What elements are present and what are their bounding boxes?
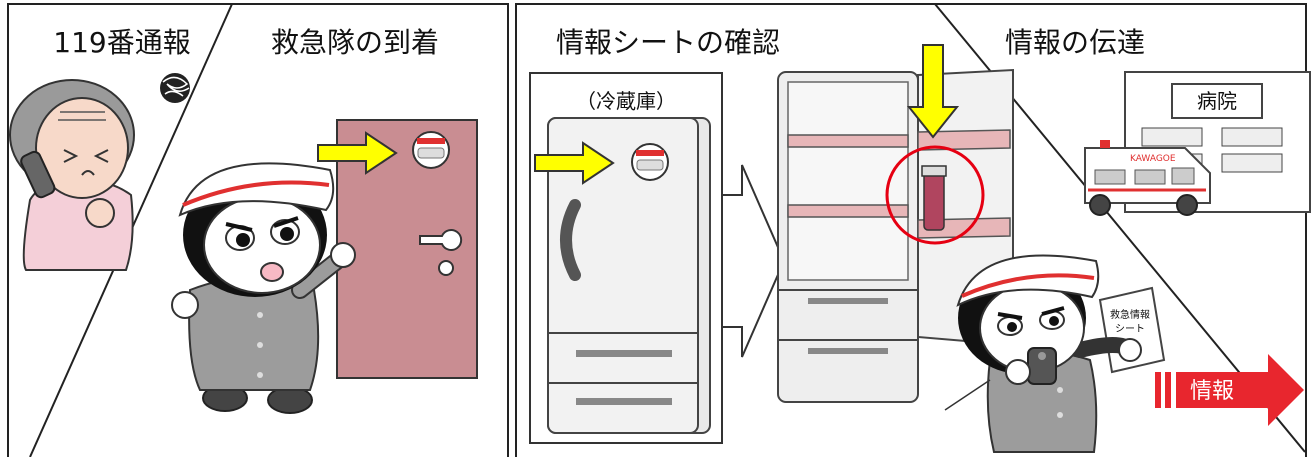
hospital-label: 病院 [1197,89,1237,113]
fridge-inset: （冷蔵庫） [529,72,723,444]
flow-arrow [721,164,786,358]
highlight-circle [885,145,985,245]
step1-title: 119番通報 [53,26,190,59]
caller-woman [9,79,135,271]
ambulance-icon: KAWAGOE [1084,140,1211,216]
info-arrow-label: 情報 [1190,379,1234,404]
pointer-arrow-door [317,131,398,175]
step2-title: 救急隊の到着 [271,26,439,59]
sticker-icon [631,143,669,181]
sticker-icon [412,131,450,169]
step4-title: 情報の伝達 [1005,26,1145,59]
bottle-icon [921,165,947,231]
right-panel: 情報シートの確認 情報の伝達 （冷蔵庫） [515,3,1311,457]
ambulance-text: KAWAGOE [1130,154,1176,164]
fridge-label: （冷蔵庫） [576,89,676,113]
pointer-arrow-fridge [534,141,615,185]
sheet-label-1: 救急情報 [1110,308,1150,321]
step3-title: 情報シートの確認 [556,26,780,59]
pointer-arrow-bottle [906,44,960,139]
fridge-icon [547,117,711,434]
scribble-icon [160,73,190,103]
info-arrow: 情報 [1155,354,1304,426]
left-panel: 119番通報 救急隊の到着 [7,3,509,457]
hospital-icon: 病院 [1124,71,1311,213]
paramedic-radio: 救急情報 シート [944,254,1166,453]
phone-icon [20,150,56,199]
open-fridge [777,68,1014,403]
paramedic-arriving [171,162,356,414]
door [336,119,478,379]
sheet-label-2: シート [1115,324,1145,335]
radio-icon [1027,347,1057,385]
